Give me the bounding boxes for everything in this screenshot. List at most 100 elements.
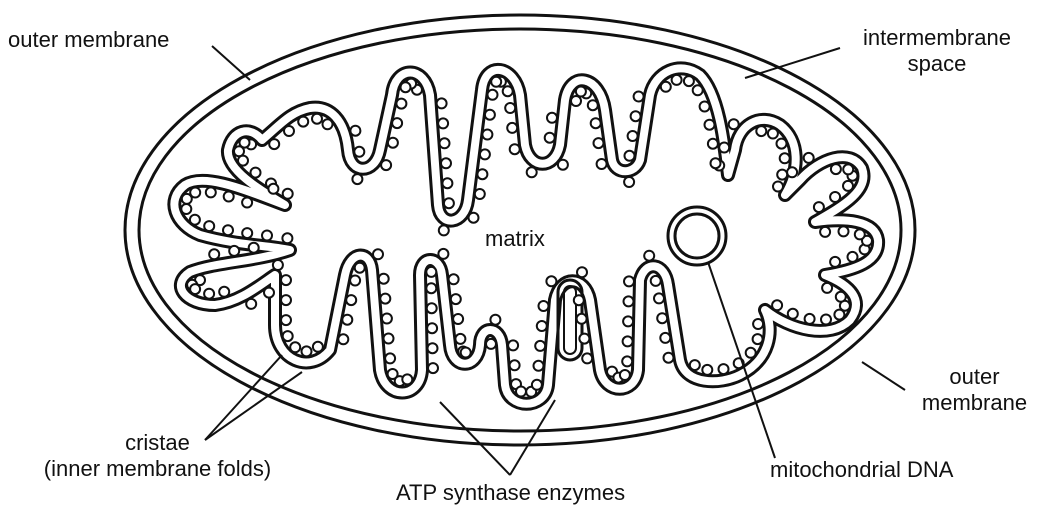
atp-synthase-knob [577, 267, 587, 277]
atp-synthase-knob [355, 263, 365, 273]
label-outer-membrane-right: outer membrane [912, 364, 1037, 416]
atp-synthase-knob [475, 189, 485, 199]
atp-synthase-knob [426, 267, 436, 277]
atp-synthase-knob [788, 309, 798, 319]
pointer-atp-1 [440, 402, 510, 475]
atp-synthase-knob [440, 138, 450, 148]
atp-synthase-knob [181, 204, 191, 214]
atp-synthase-knob [843, 181, 853, 191]
atp-synthase-knob [624, 276, 634, 286]
atp-synthase-knob [485, 110, 495, 120]
atp-synthase-knob [574, 295, 584, 305]
atp-synthase-knob [746, 348, 756, 358]
atp-synthase-knob [190, 284, 200, 294]
atp-synthase-knob [439, 225, 449, 235]
atp-synthase-knob [756, 126, 766, 136]
atp-synthase-knob [209, 249, 219, 259]
atp-synthase-knob [354, 147, 364, 157]
atp-synthase-knob [461, 348, 471, 358]
atp-synthase-knob [624, 296, 634, 306]
atp-synthase-knob [777, 139, 787, 149]
atp-synthase-knob [702, 365, 712, 375]
atp-synthase-knob [401, 82, 411, 92]
atp-synthase-knob [302, 346, 312, 356]
atp-synthase-knob [532, 380, 542, 390]
atp-synthase-knob [490, 315, 500, 325]
atp-synthase-knob [505, 103, 515, 113]
atp-synthase-knob [268, 184, 278, 194]
atp-synthase-knob [491, 77, 501, 87]
atp-synthase-knob [281, 295, 291, 305]
atp-synthase-knob [313, 342, 323, 352]
atp-synthase-knob [437, 98, 447, 108]
atp-synthase-knob [238, 156, 248, 166]
atp-synthase-knob [535, 341, 545, 351]
atp-synthase-knob [654, 293, 664, 303]
atp-synthase-knob [427, 303, 437, 313]
label-cristae: cristae (inner membrane folds) [20, 430, 295, 482]
atp-synthase-knob [402, 374, 412, 384]
atp-synthase-knob [684, 76, 694, 86]
atp-synthase-knob [839, 226, 849, 236]
atp-synthase-knob [836, 292, 846, 302]
atp-synthase-knob [588, 100, 598, 110]
atp-synthase-knob [690, 360, 700, 370]
atp-synthase-knob [392, 118, 402, 128]
atp-synthase-knob [384, 334, 394, 344]
pointer-outer-membrane-right [862, 362, 905, 390]
atp-synthase-knob [773, 182, 783, 192]
atp-synthase-knob [508, 340, 518, 350]
atp-synthase-knob [594, 138, 604, 148]
atp-synthase-knob [507, 123, 517, 133]
atp-synthase-knob [451, 294, 461, 304]
atp-synthase-knob [546, 276, 556, 286]
atp-synthase-knob [768, 129, 778, 139]
atp-synthase-knob [444, 198, 454, 208]
atp-synthase-knob [251, 168, 261, 178]
atp-synthase-knob [283, 189, 293, 199]
atp-synthase-knob [622, 356, 632, 366]
atp-synthase-knob [338, 334, 348, 344]
atp-synthase-knob [426, 283, 436, 293]
atp-synthase-knob [298, 117, 308, 127]
atp-synthase-knob [381, 160, 391, 170]
atp-synthase-knob [664, 353, 674, 363]
atp-synthase-knob [242, 228, 252, 238]
atp-synthase-knob [644, 251, 654, 261]
label-intermembrane-line2: space [842, 51, 1032, 77]
atp-synthase-knob [503, 86, 513, 96]
atp-synthase-knob [480, 149, 490, 159]
atp-synthase-knob [453, 314, 463, 324]
label-outer-membrane-right-line1: outer [912, 364, 1037, 390]
pointer-atp-2 [510, 400, 555, 475]
atp-synthase-knob [628, 131, 638, 141]
atp-synthase-knob [634, 92, 644, 102]
atp-synthase-knob [428, 363, 438, 373]
atp-synthase-knob [576, 87, 586, 97]
atp-synthase-knob [281, 275, 291, 285]
atp-synthase-knob [843, 164, 853, 174]
atp-synthase-knob [242, 198, 252, 208]
atp-synthase-knob [290, 342, 300, 352]
atp-synthase-knob [804, 153, 814, 163]
atp-synthase-knob [273, 260, 283, 270]
atp-synthase-knob [204, 289, 214, 299]
atp-synthase-knob [534, 361, 544, 371]
atp-synthase-knob [539, 301, 549, 311]
atp-synthase-knob [753, 319, 763, 329]
atp-synthase-knob [482, 130, 492, 140]
atp-synthase-knob [780, 153, 790, 163]
label-outer-membrane-right-line2: membrane [912, 390, 1037, 416]
atp-synthase-knob [657, 313, 667, 323]
label-cristae-line2: (inner membrane folds) [20, 456, 295, 482]
atp-synthase-knob [281, 315, 291, 325]
atp-synthase-knob [449, 274, 459, 284]
atp-synthase-knob [558, 160, 568, 170]
atp-synthase-knob [579, 334, 589, 344]
atp-synthase-knob [831, 164, 841, 174]
atp-synthase-knob [719, 143, 729, 153]
atp-synthase-knob [527, 167, 537, 177]
atp-synthase-knob [312, 114, 322, 124]
atp-synthase-knob [510, 144, 520, 154]
atp-synthase-knob [373, 249, 383, 259]
